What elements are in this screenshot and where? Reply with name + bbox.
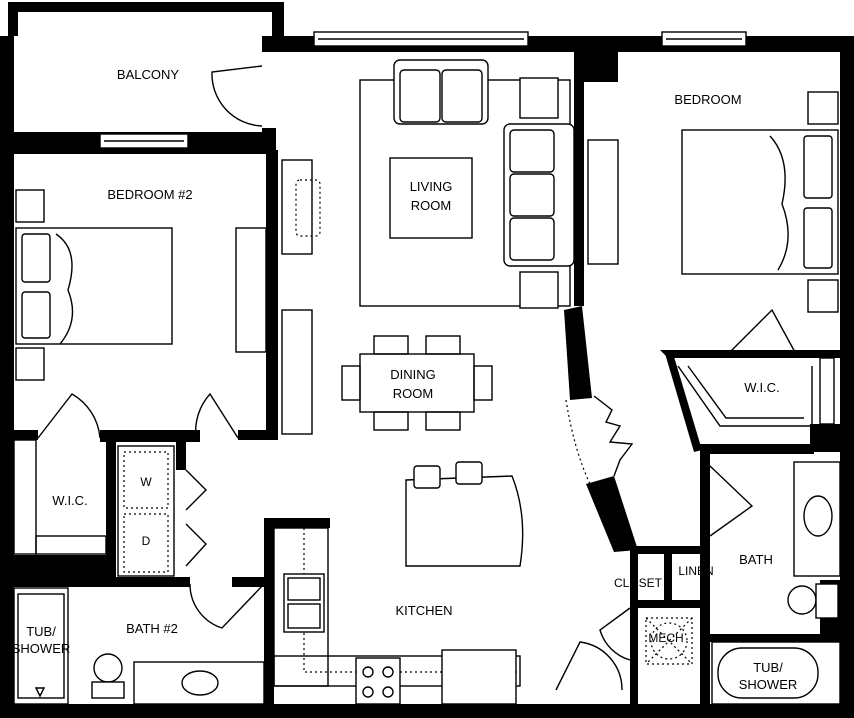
label-living-1: LIVING (410, 179, 453, 194)
label-wic-left: W.I.C. (52, 493, 87, 508)
windows (99, 31, 747, 149)
label-linen: LINEN (678, 564, 713, 578)
bedroom2-furniture (15, 189, 267, 381)
label-tub-left-1: TUB/ (26, 624, 56, 639)
mech-unit (645, 617, 693, 665)
label-bedroom: BEDROOM (674, 92, 741, 107)
label-tub-left-2: SHOWER (12, 641, 71, 656)
bedroom-furniture (587, 91, 839, 313)
label-bath2: BATH #2 (126, 621, 178, 636)
label-living-2: ROOM (411, 198, 451, 213)
dining-furniture (341, 335, 493, 431)
label-mech: MECH (648, 631, 683, 645)
label-bath: BATH (739, 552, 773, 567)
laundry (13, 439, 175, 577)
wic-right-shelves (677, 357, 835, 427)
bath-fixtures (711, 461, 841, 705)
room-labels: BALCONY BEDROOM #2 LIVING ROOM DINING RO… (12, 67, 798, 692)
label-bedroom2: BEDROOM #2 (107, 187, 192, 202)
label-wic-right: W.I.C. (744, 380, 779, 395)
label-balcony: BALCONY (117, 67, 179, 82)
label-dryer: D (142, 534, 151, 548)
label-kitchen: KITCHEN (395, 603, 452, 618)
bath2-fixtures (13, 587, 265, 705)
label-tub-right-1: TUB/ (753, 660, 783, 675)
label-dining-1: DINING (390, 367, 436, 382)
label-washer: W (140, 475, 152, 489)
doors (37, 65, 797, 691)
label-tub-right-2: SHOWER (739, 677, 798, 692)
label-dining-2: ROOM (393, 386, 433, 401)
kitchen-furniture (273, 461, 524, 705)
living-furniture (281, 59, 575, 435)
label-closet: CLOSET (614, 576, 663, 590)
